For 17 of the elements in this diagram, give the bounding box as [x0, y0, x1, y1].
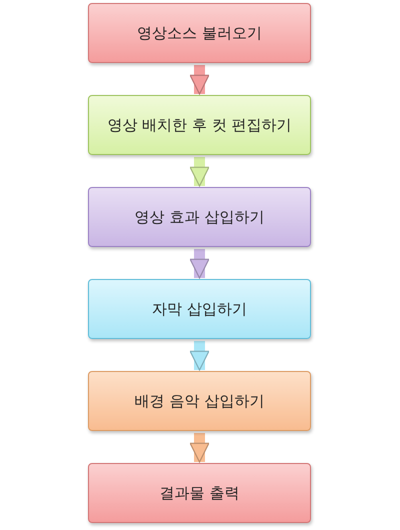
- process-box: [88, 371, 311, 431]
- step-label: 배경 음악 삽입하기: [134, 392, 264, 410]
- process-box: [88, 187, 311, 247]
- step-label: 영상소스 불러오기: [137, 24, 262, 42]
- arrow: [190, 157, 210, 187]
- arrow: [190, 341, 210, 371]
- arrow: [190, 249, 210, 279]
- step-label: 자막 삽입하기: [152, 300, 247, 318]
- arrow: [190, 433, 210, 463]
- step-label: 결과물 출력: [160, 484, 240, 502]
- process-box: [88, 463, 311, 523]
- step-label: 영상 배치한 후 컷 편집하기: [107, 116, 292, 134]
- process-box: [88, 95, 311, 155]
- process-box: [88, 279, 311, 339]
- arrow: [190, 65, 210, 95]
- process-box: [88, 3, 311, 63]
- step-label: 영상 효과 삽입하기: [134, 208, 264, 226]
